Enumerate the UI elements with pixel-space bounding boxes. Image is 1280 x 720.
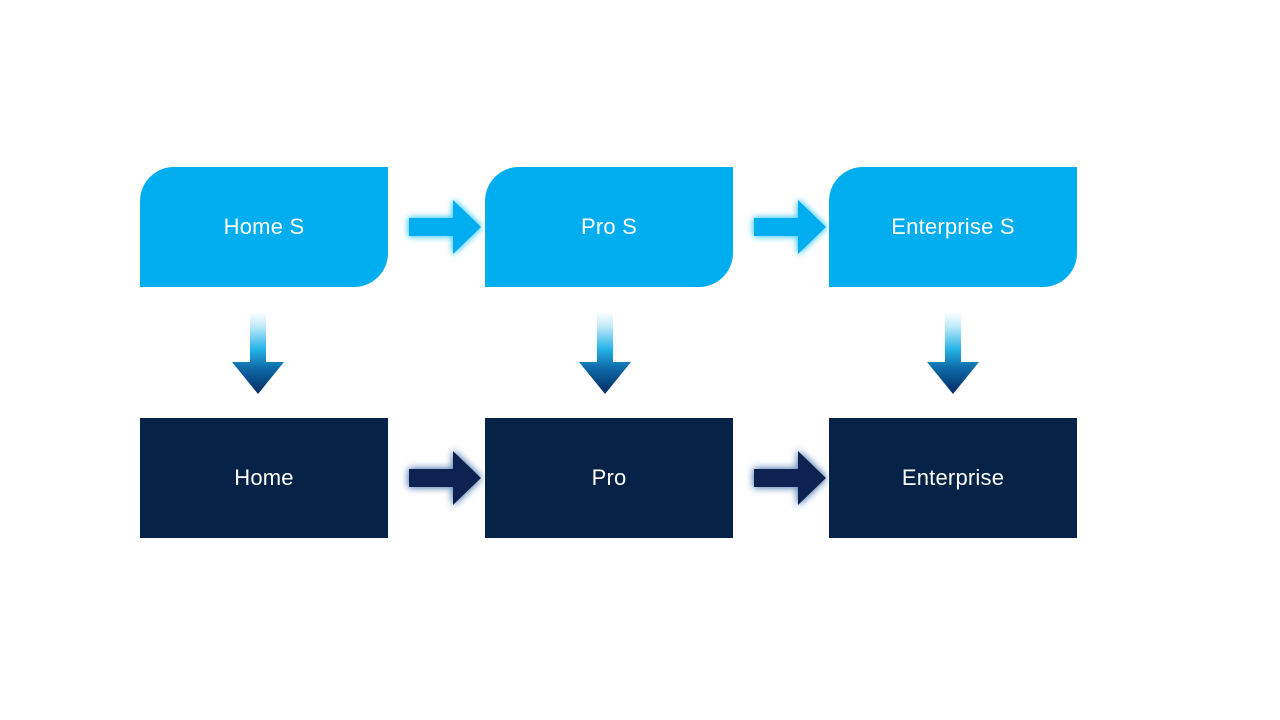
- node-label: Pro: [591, 464, 627, 490]
- arrow-down-icon: [232, 312, 284, 394]
- node-pro[interactable]: Pro: [485, 418, 733, 538]
- node-label: Home: [234, 464, 294, 490]
- arrow-down-icon: [579, 312, 631, 394]
- connector-home-s-to-pro-s: [407, 196, 485, 258]
- node-enterprise[interactable]: Enterprise: [829, 418, 1077, 538]
- arrow-right-icon: [409, 451, 481, 505]
- arrow-down-icon: [927, 312, 979, 394]
- arrow-right-icon: [754, 451, 826, 505]
- connector-pro-s-to-enterprise-s: [752, 196, 830, 258]
- node-pro-s[interactable]: Pro S: [485, 167, 733, 287]
- connector-pro-s-to-pro: [575, 310, 635, 396]
- connector-pro-to-enterprise: [752, 447, 830, 509]
- arrow-right-icon: [409, 200, 481, 254]
- arrow-right-icon: [754, 200, 826, 254]
- connector-enterprise-s-to-enterprise: [923, 310, 983, 396]
- connector-home-to-pro: [407, 447, 485, 509]
- node-label: Enterprise: [901, 464, 1005, 490]
- node-label: Enterprise S: [891, 213, 1015, 239]
- node-home[interactable]: Home: [140, 418, 388, 538]
- node-home-s[interactable]: Home S: [140, 167, 388, 287]
- connector-home-s-to-home: [228, 310, 288, 396]
- node-label: Pro S: [580, 213, 638, 239]
- node-label: Home S: [223, 213, 305, 239]
- node-enterprise-s[interactable]: Enterprise S: [829, 167, 1077, 287]
